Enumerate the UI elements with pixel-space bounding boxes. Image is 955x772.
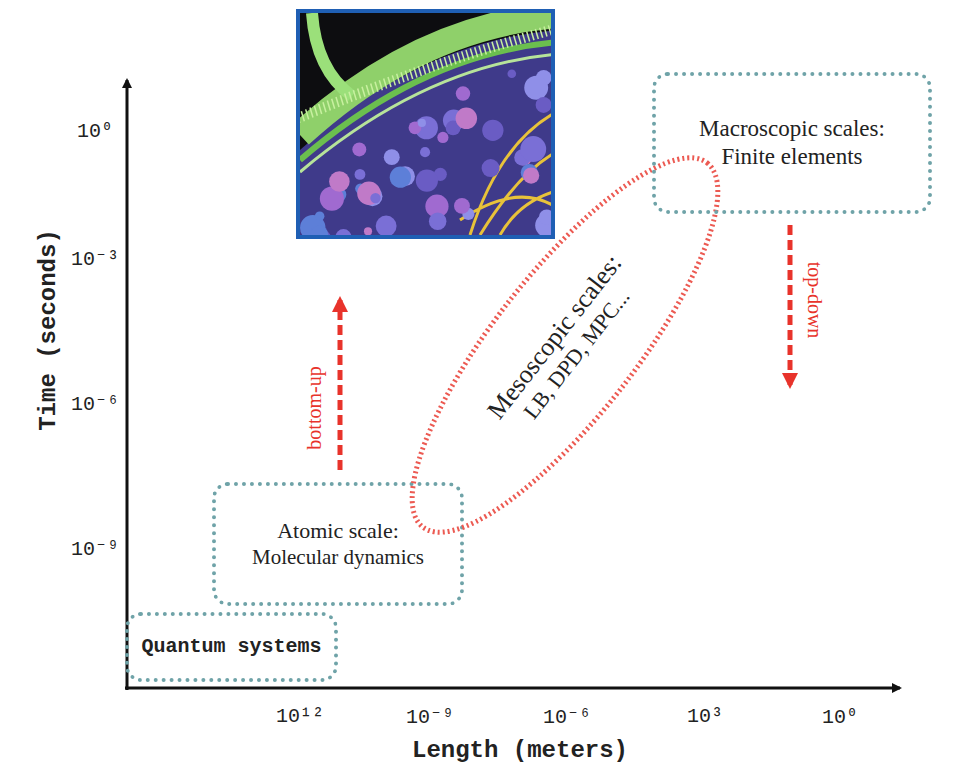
tick-label: 10⁰ (77, 118, 113, 143)
axis-title: Length (meters) (412, 737, 628, 764)
top-down-arrow (788, 225, 793, 385)
bottom-up-arrow (338, 300, 343, 470)
tick-label: 10⁻⁹ (71, 536, 119, 561)
scale-heading: Atomic scale: (277, 518, 399, 544)
tick-label: 10⁻⁶ (543, 704, 591, 729)
direction-label: top-down (803, 262, 826, 339)
scale-heading: Macroscopic scales: (699, 115, 885, 143)
axis-title: Time (seconds) (35, 229, 62, 431)
tick-label: 10³ (687, 705, 723, 728)
tick-label: 10⁰ (822, 704, 858, 729)
cell-illustration (297, 11, 560, 246)
method-text: Finite elements (721, 143, 862, 171)
tick-label: 10⁻³ (71, 246, 119, 271)
method-text: Molecular dynamics (252, 545, 424, 570)
direction-label: bottom-up (303, 366, 326, 449)
scale-box: Atomic scale:Molecular dynamics (212, 482, 464, 606)
tick-label: 10¹² (276, 705, 324, 728)
scale-heading: Quantum systems (141, 635, 321, 659)
y-axis (126, 80, 129, 690)
x-axis (125, 687, 900, 690)
scale-box: Quantum systems (125, 612, 338, 682)
scale-box: Macroscopic scales:Finite elements (652, 72, 932, 214)
tick-label: 10⁻⁶ (71, 391, 119, 416)
tick-label: 10⁻⁹ (406, 704, 454, 729)
